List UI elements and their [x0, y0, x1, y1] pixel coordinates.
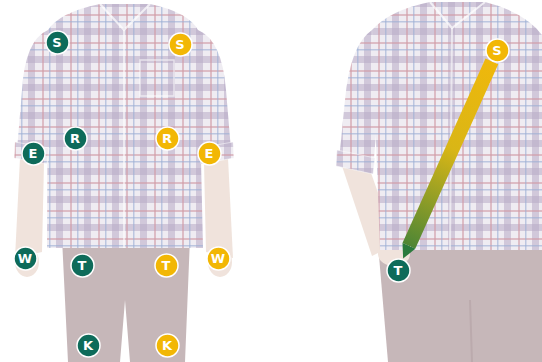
marker-circle	[14, 247, 37, 270]
marker-letter: R	[63, 126, 88, 151]
body-marker: K	[76, 333, 101, 358]
marker-letter: K	[155, 333, 180, 358]
marker-circle	[486, 39, 509, 62]
marker-circle	[169, 33, 192, 56]
body-marker: S	[45, 30, 70, 55]
marker-letter: E	[197, 141, 222, 166]
gradient-pointer	[409, 61, 492, 245]
marker-circle	[71, 254, 94, 277]
body-marker: S	[168, 32, 193, 57]
body-marker: K	[155, 333, 180, 358]
marker-letter: T	[70, 253, 95, 278]
marker-circle	[387, 259, 410, 282]
body-marker: W	[206, 246, 231, 271]
body-marker: R	[63, 126, 88, 151]
marker-circle	[77, 334, 100, 357]
marker-letter: S	[168, 32, 193, 57]
marker-letter: K	[76, 333, 101, 358]
marker-letter: S	[485, 38, 510, 63]
body-marker: E	[197, 141, 222, 166]
marker-circle	[22, 142, 45, 165]
marker-circle	[156, 334, 179, 357]
body-marker: T	[386, 258, 411, 283]
body-marker: T	[154, 253, 179, 278]
body-marker: T	[70, 253, 95, 278]
marker-letter: T	[154, 253, 179, 278]
marker-circle	[64, 127, 87, 150]
marker-circle	[198, 142, 221, 165]
marker-letter: W	[206, 246, 231, 271]
marker-circle	[156, 127, 179, 150]
body-marker: S	[485, 38, 510, 63]
marker-circle	[207, 247, 230, 270]
marker-letter: E	[21, 141, 46, 166]
body-marker: W	[13, 246, 38, 271]
body-marker: R	[155, 126, 180, 151]
marker-circle	[155, 254, 178, 277]
body-marker: E	[21, 141, 46, 166]
marker-letter: R	[155, 126, 180, 151]
marker-circle	[46, 31, 69, 54]
marker-letter: W	[13, 246, 38, 271]
marker-letter: S	[45, 30, 70, 55]
marker-letter: T	[386, 258, 411, 283]
